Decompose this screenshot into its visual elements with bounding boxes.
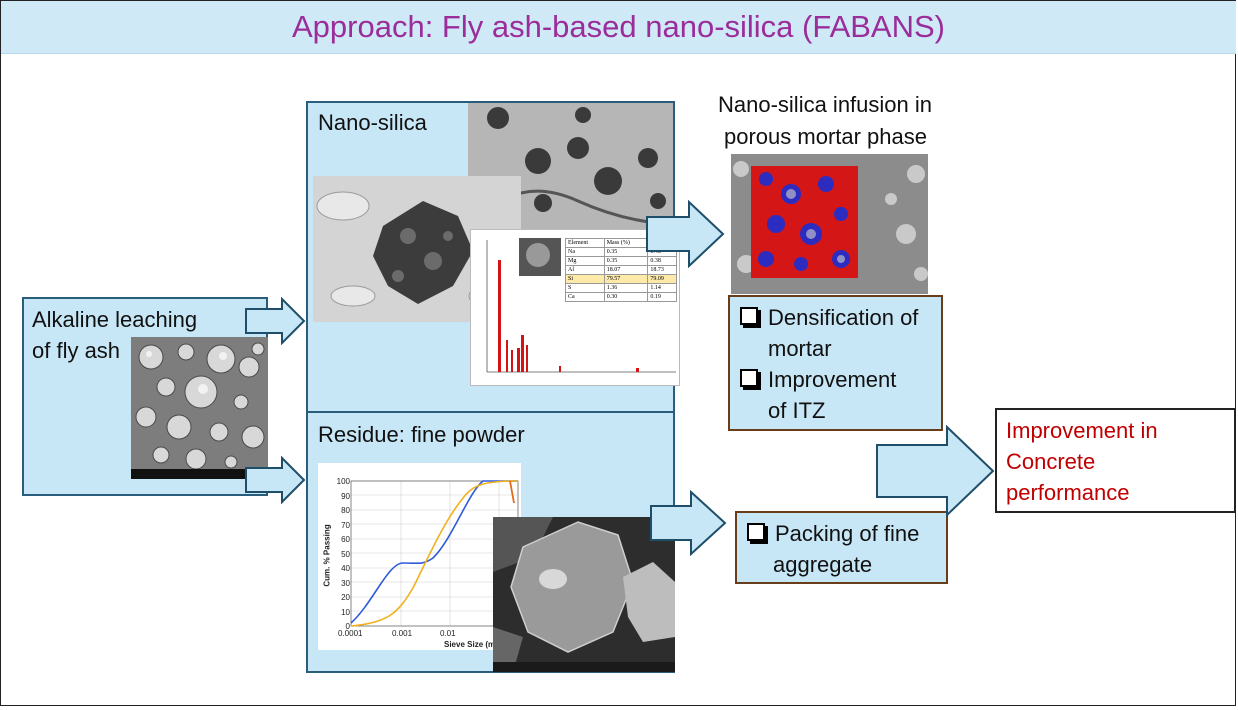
eds-cell: 0.35 bbox=[603, 247, 649, 257]
mortar-infusion-image bbox=[731, 154, 928, 294]
packing-list: Packing of fine aggregate bbox=[747, 518, 919, 580]
densification-item: Improvement bbox=[740, 364, 918, 395]
title-bar: Approach: Fly ash-based nano-silica (FAB… bbox=[1, 1, 1236, 54]
eds-spectrum-image: Element Mass (%) A Na0.350.48 Mg0.350.38… bbox=[470, 229, 680, 386]
psd-y-ticks: 100 90 80 70 60 50 40 30 20 10 0 bbox=[328, 475, 350, 635]
eds-cell: Si bbox=[565, 274, 605, 284]
arrow-right-icon bbox=[650, 490, 727, 556]
checkbox-icon bbox=[740, 369, 758, 388]
eds-cell: Ca bbox=[565, 292, 605, 302]
psd-chart: Cum. % Passing 100 90 80 70 60 50 40 30 … bbox=[318, 463, 521, 650]
checkbox-icon bbox=[740, 307, 758, 326]
arrow-right-icon bbox=[245, 456, 306, 504]
eds-cell: Mg bbox=[565, 256, 605, 266]
fly-ash-sem-image bbox=[131, 337, 268, 479]
improvement-line1: Improvement in bbox=[1006, 418, 1158, 443]
residue-sem-image bbox=[493, 517, 675, 672]
densification-item-text: Improvement bbox=[768, 367, 897, 392]
densification-item-text: Densification of bbox=[768, 305, 919, 330]
arrow-right-icon bbox=[876, 425, 995, 517]
densification-item-cont: mortar bbox=[768, 336, 832, 361]
alkaline-line2: of fly ash bbox=[32, 338, 121, 363]
psd-y-tick: 80 bbox=[341, 506, 350, 515]
improvement-line3: performance bbox=[1006, 480, 1130, 505]
psd-y-tick: 60 bbox=[341, 535, 350, 544]
densification-box bbox=[728, 295, 943, 431]
eds-cell: S bbox=[565, 283, 605, 293]
eds-cell: 0.35 bbox=[603, 256, 649, 266]
eds-cell: Al bbox=[565, 265, 605, 275]
arrow-right-icon bbox=[646, 200, 725, 268]
improvement-box bbox=[995, 408, 1236, 513]
checkbox-icon bbox=[747, 523, 765, 542]
densification-item-cont: of ITZ bbox=[768, 398, 826, 423]
nano-silica-label: Nano-silica bbox=[318, 110, 427, 135]
infusion-line1: Nano-silica infusion in bbox=[718, 92, 932, 117]
packing-item-cont: aggregate bbox=[773, 552, 873, 577]
psd-y-tick: 70 bbox=[341, 520, 350, 530]
eds-header: Mass (%) bbox=[603, 238, 649, 248]
psd-x-tick: 0.001 bbox=[392, 629, 413, 638]
eds-cell: 0.30 bbox=[603, 292, 649, 302]
arrow-right-icon bbox=[245, 297, 306, 345]
residue-label: Residue: fine powder bbox=[318, 422, 525, 447]
psd-y-tick: 40 bbox=[341, 564, 350, 573]
psd-y-tick: 0 bbox=[345, 622, 350, 631]
eds-cell: 0.19 bbox=[647, 292, 677, 302]
improvement-line2: Concrete bbox=[1006, 449, 1096, 474]
packing-box bbox=[735, 511, 948, 584]
psd-x-tick: 0.0001 bbox=[338, 629, 363, 638]
densification-item: Densification of bbox=[740, 302, 918, 333]
psd-y-tick: 50 bbox=[341, 549, 350, 559]
eds-header: Element bbox=[565, 238, 605, 248]
psd-y-tick: 20 bbox=[341, 593, 350, 602]
eds-cell: Na bbox=[565, 247, 605, 257]
eds-cell: 18.07 bbox=[603, 265, 649, 275]
psd-x-tick: 0.01 bbox=[440, 629, 456, 638]
eds-table: Element Mass (%) A Na0.350.48 Mg0.350.38… bbox=[565, 238, 677, 302]
psd-x-axis-label: Sieve Size (m bbox=[444, 640, 496, 649]
eds-cell: 1.36 bbox=[603, 283, 649, 293]
psd-y-tick: 90 bbox=[341, 491, 350, 501]
eds-cell: 79.09 bbox=[647, 274, 677, 284]
alkaline-line1: Alkaline leaching bbox=[32, 307, 198, 332]
slide-title: Approach: Fly ash-based nano-silica (FAB… bbox=[291, 9, 945, 44]
psd-y-tick: 10 bbox=[341, 607, 350, 617]
psd-y-tick: 100 bbox=[336, 477, 350, 486]
eds-cell: 1.14 bbox=[647, 283, 677, 293]
packing-item-text: Packing of fine bbox=[775, 521, 920, 546]
packing-item: Packing of fine bbox=[747, 518, 919, 549]
psd-y-tick: 30 bbox=[341, 578, 350, 588]
infusion-line2: porous mortar phase bbox=[724, 124, 927, 149]
eds-cell: 79.57 bbox=[603, 274, 649, 284]
densification-list: Densification of mortar Improvement of I… bbox=[740, 302, 918, 426]
